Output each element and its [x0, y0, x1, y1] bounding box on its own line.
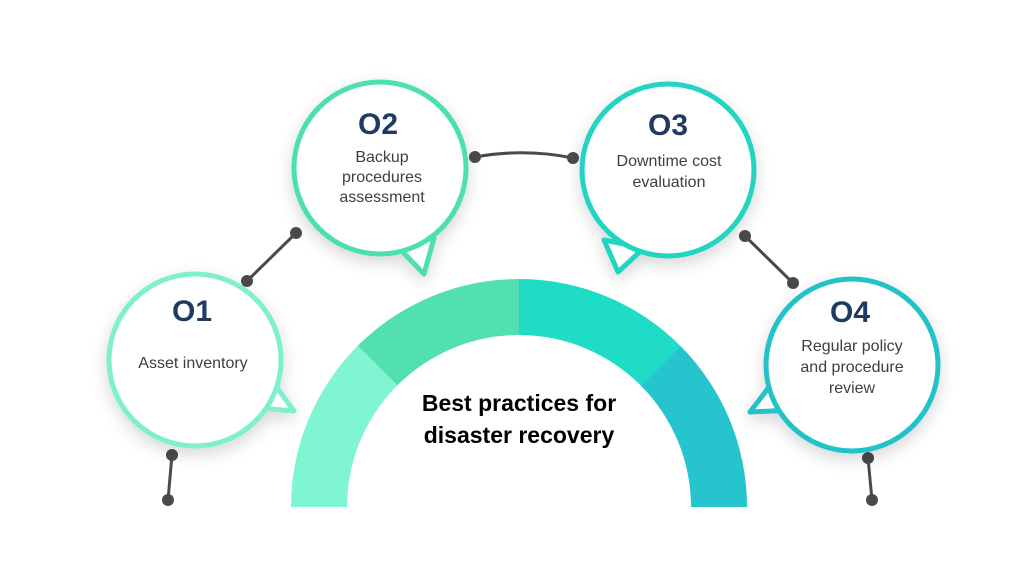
connector-dot	[469, 151, 481, 163]
step-number-4: O4	[830, 296, 870, 329]
arc-segment-2	[357, 279, 519, 386]
connector-dot	[567, 152, 579, 164]
bubble-circle	[291, 79, 469, 257]
bubble-circle	[763, 276, 941, 454]
step-text-2-line-1: Backup	[355, 149, 408, 166]
connector-o3-o4	[743, 234, 795, 285]
center-title-line-2: disaster recovery	[424, 422, 615, 448]
connector-dot	[290, 227, 302, 239]
step-text-4-line-1: Regular policy	[801, 338, 902, 355]
step-bubble-4	[747, 276, 941, 454]
connector-dots	[162, 151, 878, 506]
connector-dot	[241, 275, 253, 287]
connector-o2-o3	[474, 151, 574, 160]
connector-o4-tail	[866, 457, 874, 501]
step-text-4-line-2: and procedure	[800, 359, 903, 376]
arc-segment-3	[519, 279, 681, 386]
connector-o1-o2	[245, 231, 298, 283]
connector-dot	[862, 452, 874, 464]
connector-dot	[866, 494, 878, 506]
connector-dot	[162, 494, 174, 506]
connector-dot	[739, 230, 751, 242]
center-title-line-1: Best practices for	[422, 390, 616, 416]
step-number-2: O2	[358, 108, 398, 141]
step-bubble-2	[291, 79, 469, 277]
step-bubble-1	[106, 271, 297, 449]
step-text-2-line-3: assessment	[339, 189, 425, 206]
connector-dot	[787, 277, 799, 289]
arc-segment-4	[640, 345, 747, 507]
connector-o1-tail	[166, 454, 174, 501]
step-number-1: O1	[172, 295, 212, 328]
bubble-circle	[106, 271, 284, 449]
step-text-1-line-1: Asset inventory	[138, 355, 247, 372]
step-text-4-line-3: review	[829, 380, 876, 397]
connector-dot	[166, 449, 178, 461]
step-number-3: O3	[648, 109, 688, 142]
step-text-2-line-2: procedures	[342, 169, 422, 186]
step-bubble-3	[579, 81, 757, 275]
step-text-3-line-2: evaluation	[633, 174, 706, 191]
step-text-3-line-1: Downtime cost	[617, 153, 722, 170]
arc-segment-1	[291, 345, 398, 507]
bubble-circle	[579, 81, 757, 259]
central-arc	[291, 279, 747, 507]
connectors	[166, 151, 874, 501]
